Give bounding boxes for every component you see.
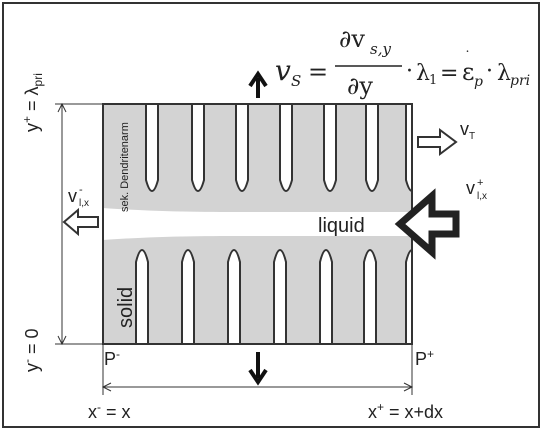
svg-text:y- = 0: y- = 0 — [20, 328, 42, 372]
p-plus-symbol: P — [415, 349, 427, 369]
y-minus-label: y- = 0 — [20, 328, 42, 372]
p-plus-sup: + — [427, 347, 434, 361]
p-plus-label: P+ — [415, 347, 434, 369]
eq-dot-1: · — [406, 59, 413, 84]
y-minus-eq: = 0 — [22, 328, 42, 359]
top-liquid-channels — [103, 104, 412, 208]
p-minus-sup: - — [116, 347, 120, 361]
eq-lhs: v — [275, 54, 291, 87]
bottom-channel — [319, 249, 333, 344]
eq-denominator: ∂y — [347, 72, 373, 100]
y-plus-symbol: y — [22, 123, 42, 132]
eq-dot-2: · — [486, 59, 493, 84]
v-t-sub: T — [469, 131, 475, 142]
x-minus-label: x- = x — [88, 400, 131, 422]
eq-lambda-2: λ — [497, 61, 511, 86]
bottom-liquid-channels — [135, 249, 412, 344]
eq-lhs-sub: S — [291, 72, 301, 90]
top-channel — [235, 104, 249, 192]
v-lx-minus-arrow — [62, 207, 99, 237]
v-lx-minus-symbol: v — [68, 186, 77, 206]
y-plus-label: y+ = λpri — [20, 73, 45, 132]
x-plus-symbol: x — [368, 402, 377, 422]
top-channel — [365, 104, 379, 192]
bottom-channel — [273, 249, 287, 344]
bottom-channel — [405, 249, 412, 344]
v-lx-minus-sup: - — [79, 184, 83, 196]
eq-equals-1: = — [308, 58, 328, 86]
liquid-label: liquid — [318, 215, 365, 237]
x-minus-symbol: x — [88, 402, 97, 422]
solid-label: solid — [115, 287, 137, 328]
eq-lambda-1-sub: 1 — [429, 73, 437, 88]
bottom-channel — [227, 249, 241, 344]
dendrite-domain — [103, 104, 412, 344]
bottom-channel — [135, 249, 149, 344]
top-channel — [405, 104, 412, 192]
y-minus-sup: - — [20, 359, 34, 363]
x-plus-eq: = x+dx — [384, 402, 443, 422]
v-lx-minus-sub: l,x — [79, 198, 89, 209]
y-minus-symbol: y — [22, 363, 42, 372]
top-channel — [145, 104, 159, 192]
top-channel — [279, 104, 293, 192]
eq-numerator: ∂v — [339, 25, 365, 53]
p-minus-label: P- — [104, 347, 120, 369]
v-lx-plus-sub: l,x — [477, 191, 487, 202]
p-minus-symbol: P — [104, 349, 116, 369]
v-t-label: vT — [460, 119, 475, 142]
v-t-symbol: v — [460, 119, 469, 139]
v-lx-plus-arrow — [394, 188, 460, 260]
eq-epsilon-dot: ˙ — [464, 49, 471, 65]
x-minus-eq: = x — [101, 402, 131, 422]
v-t-arrow — [417, 128, 458, 156]
dendrite-arm-label: sek. Dendritenarm — [119, 122, 131, 212]
v-lx-plus-symbol: v — [466, 178, 475, 198]
top-channel — [323, 104, 337, 192]
eq-epsilon: ε — [462, 58, 474, 86]
svg-text:y+ = λpri: y+ = λpri — [20, 73, 45, 132]
top-channel — [191, 104, 205, 192]
x-plus-sup: + — [377, 400, 384, 414]
y-plus-sup: + — [20, 116, 34, 123]
v-lx-minus-label: v — [68, 186, 77, 206]
eq-numerator-sub: s,y — [370, 40, 391, 58]
eq-lambda-1: λ — [416, 61, 430, 86]
x-plus-label: x+ = x+dx — [368, 400, 443, 422]
bottom-channel — [181, 249, 195, 344]
x-minus-sup: - — [97, 400, 101, 414]
y-plus-eq: = λ — [22, 86, 42, 116]
y-plus-sub: pri — [31, 73, 45, 86]
liquid-band — [103, 208, 412, 240]
bottom-channel — [363, 249, 377, 344]
eq-lambda-2-sub: pri — [510, 73, 530, 89]
eq-epsilon-sub: p — [474, 74, 483, 90]
eq-equals-2: = — [440, 61, 458, 86]
v-lx-plus-label: v — [466, 178, 475, 198]
v-lx-plus-sup: + — [477, 177, 483, 189]
velocity-equation: v S = ∂v s,y ∂y · λ 1 = ε ˙ p · λ pri — [275, 25, 530, 100]
